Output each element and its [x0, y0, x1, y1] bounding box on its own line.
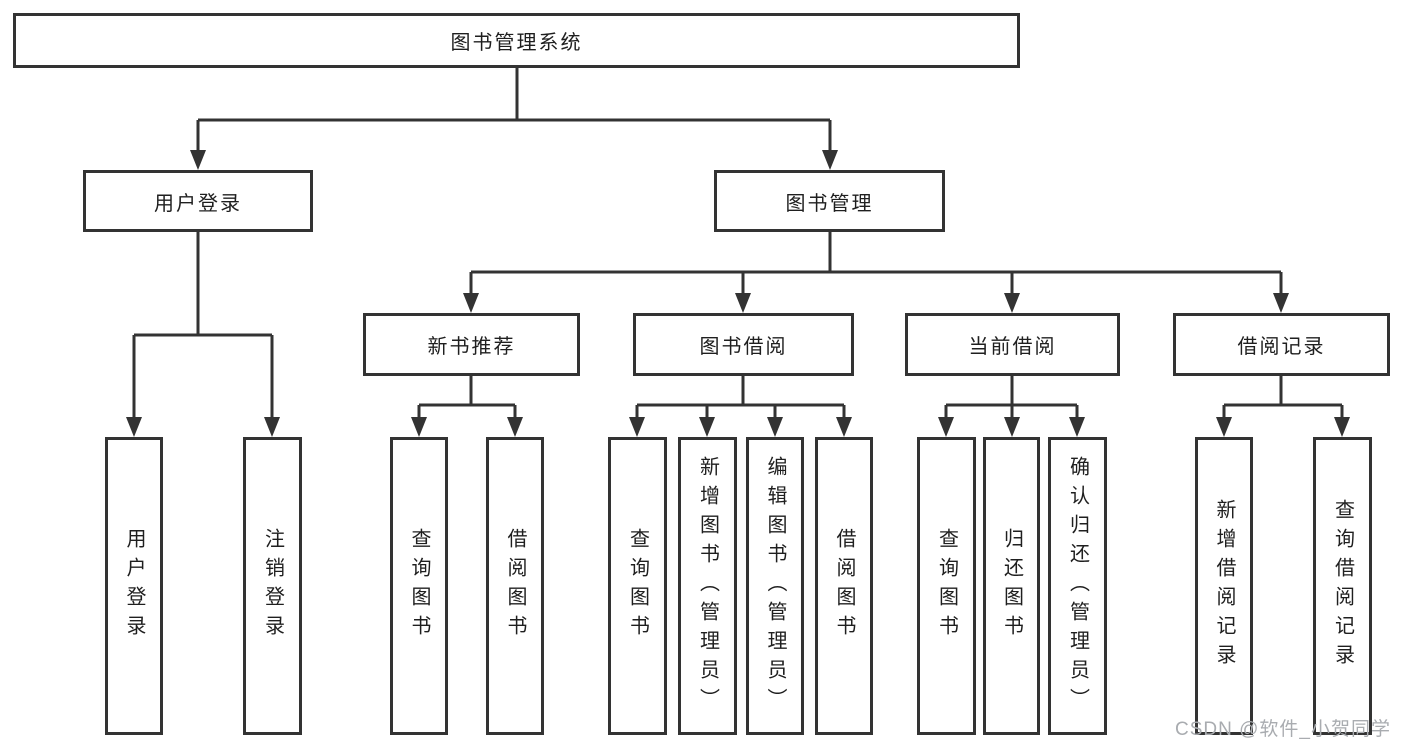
leaf-add-book-admin: 新增图书（管理员）: [678, 437, 737, 735]
leaf-borrow-book-recommend: 借阅图书: [486, 437, 544, 735]
leaf-query-borrow-record: 查询借阅记录: [1313, 437, 1372, 735]
connector-segments: [132, 68, 1344, 419]
leaf-user-login: 用户登录: [105, 437, 163, 735]
arrowheads: [126, 150, 1350, 437]
leaf-query-book-current: 查询图书: [917, 437, 976, 735]
csdn-watermark: CSDN @软件_小贺同学: [1175, 719, 1391, 740]
leaf-edit-book-admin: 编辑图书（管理员）: [746, 437, 804, 735]
leaf-query-book-recommend: 查询图书: [390, 437, 448, 735]
leaf-query-book-borrow: 查询图书: [608, 437, 667, 735]
node-book-management: 图书管理: [714, 170, 945, 232]
leaf-borrow-book: 借阅图书: [815, 437, 873, 735]
leaf-logout-login: 注销登录: [243, 437, 302, 735]
node-user-login: 用户登录: [83, 170, 313, 232]
node-book-borrow: 图书借阅: [633, 313, 854, 376]
leaf-confirm-return-admin: 确认归还（管理员）: [1048, 437, 1107, 735]
leaf-add-borrow-record: 新增借阅记录: [1195, 437, 1253, 735]
node-borrow-records: 借阅记录: [1173, 313, 1390, 376]
leaf-return-book: 归还图书: [983, 437, 1040, 735]
node-current-borrow: 当前借阅: [905, 313, 1120, 376]
node-new-book-recommend: 新书推荐: [363, 313, 580, 376]
node-library-management-system: 图书管理系统: [13, 13, 1020, 68]
